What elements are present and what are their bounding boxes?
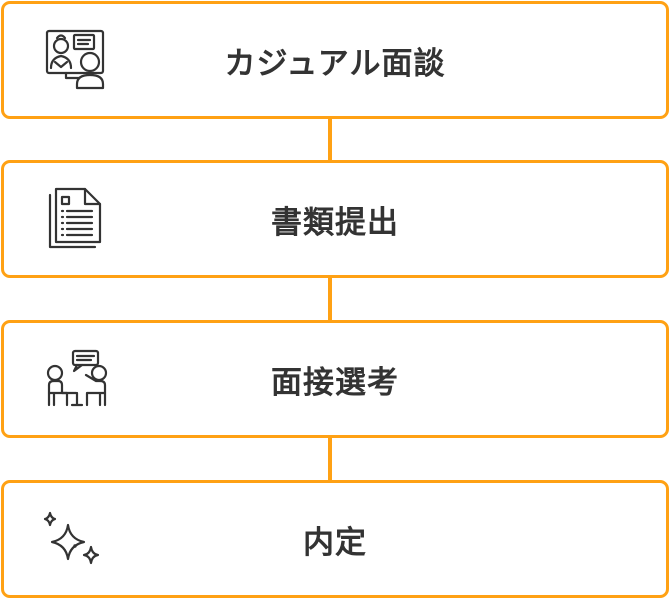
step-interview: 面接選考: [1, 320, 669, 438]
video-call-icon: [40, 24, 112, 96]
step-offer: 内定: [1, 480, 669, 598]
step-label: 書類提出: [271, 204, 399, 241]
connector-line: [328, 278, 332, 320]
step-label: カジュアル面談: [224, 45, 446, 82]
step-document-submission: 書類提出: [1, 160, 669, 278]
connector-line: [328, 438, 332, 480]
connector-line: [328, 118, 332, 160]
document-icon: [40, 183, 112, 255]
step-label: 面接選考: [271, 364, 399, 401]
step-label: 内定: [303, 524, 367, 561]
sparkle-icon: [40, 503, 112, 575]
interview-icon: [40, 343, 112, 415]
step-casual-interview: カジュアル面談: [1, 1, 669, 119]
